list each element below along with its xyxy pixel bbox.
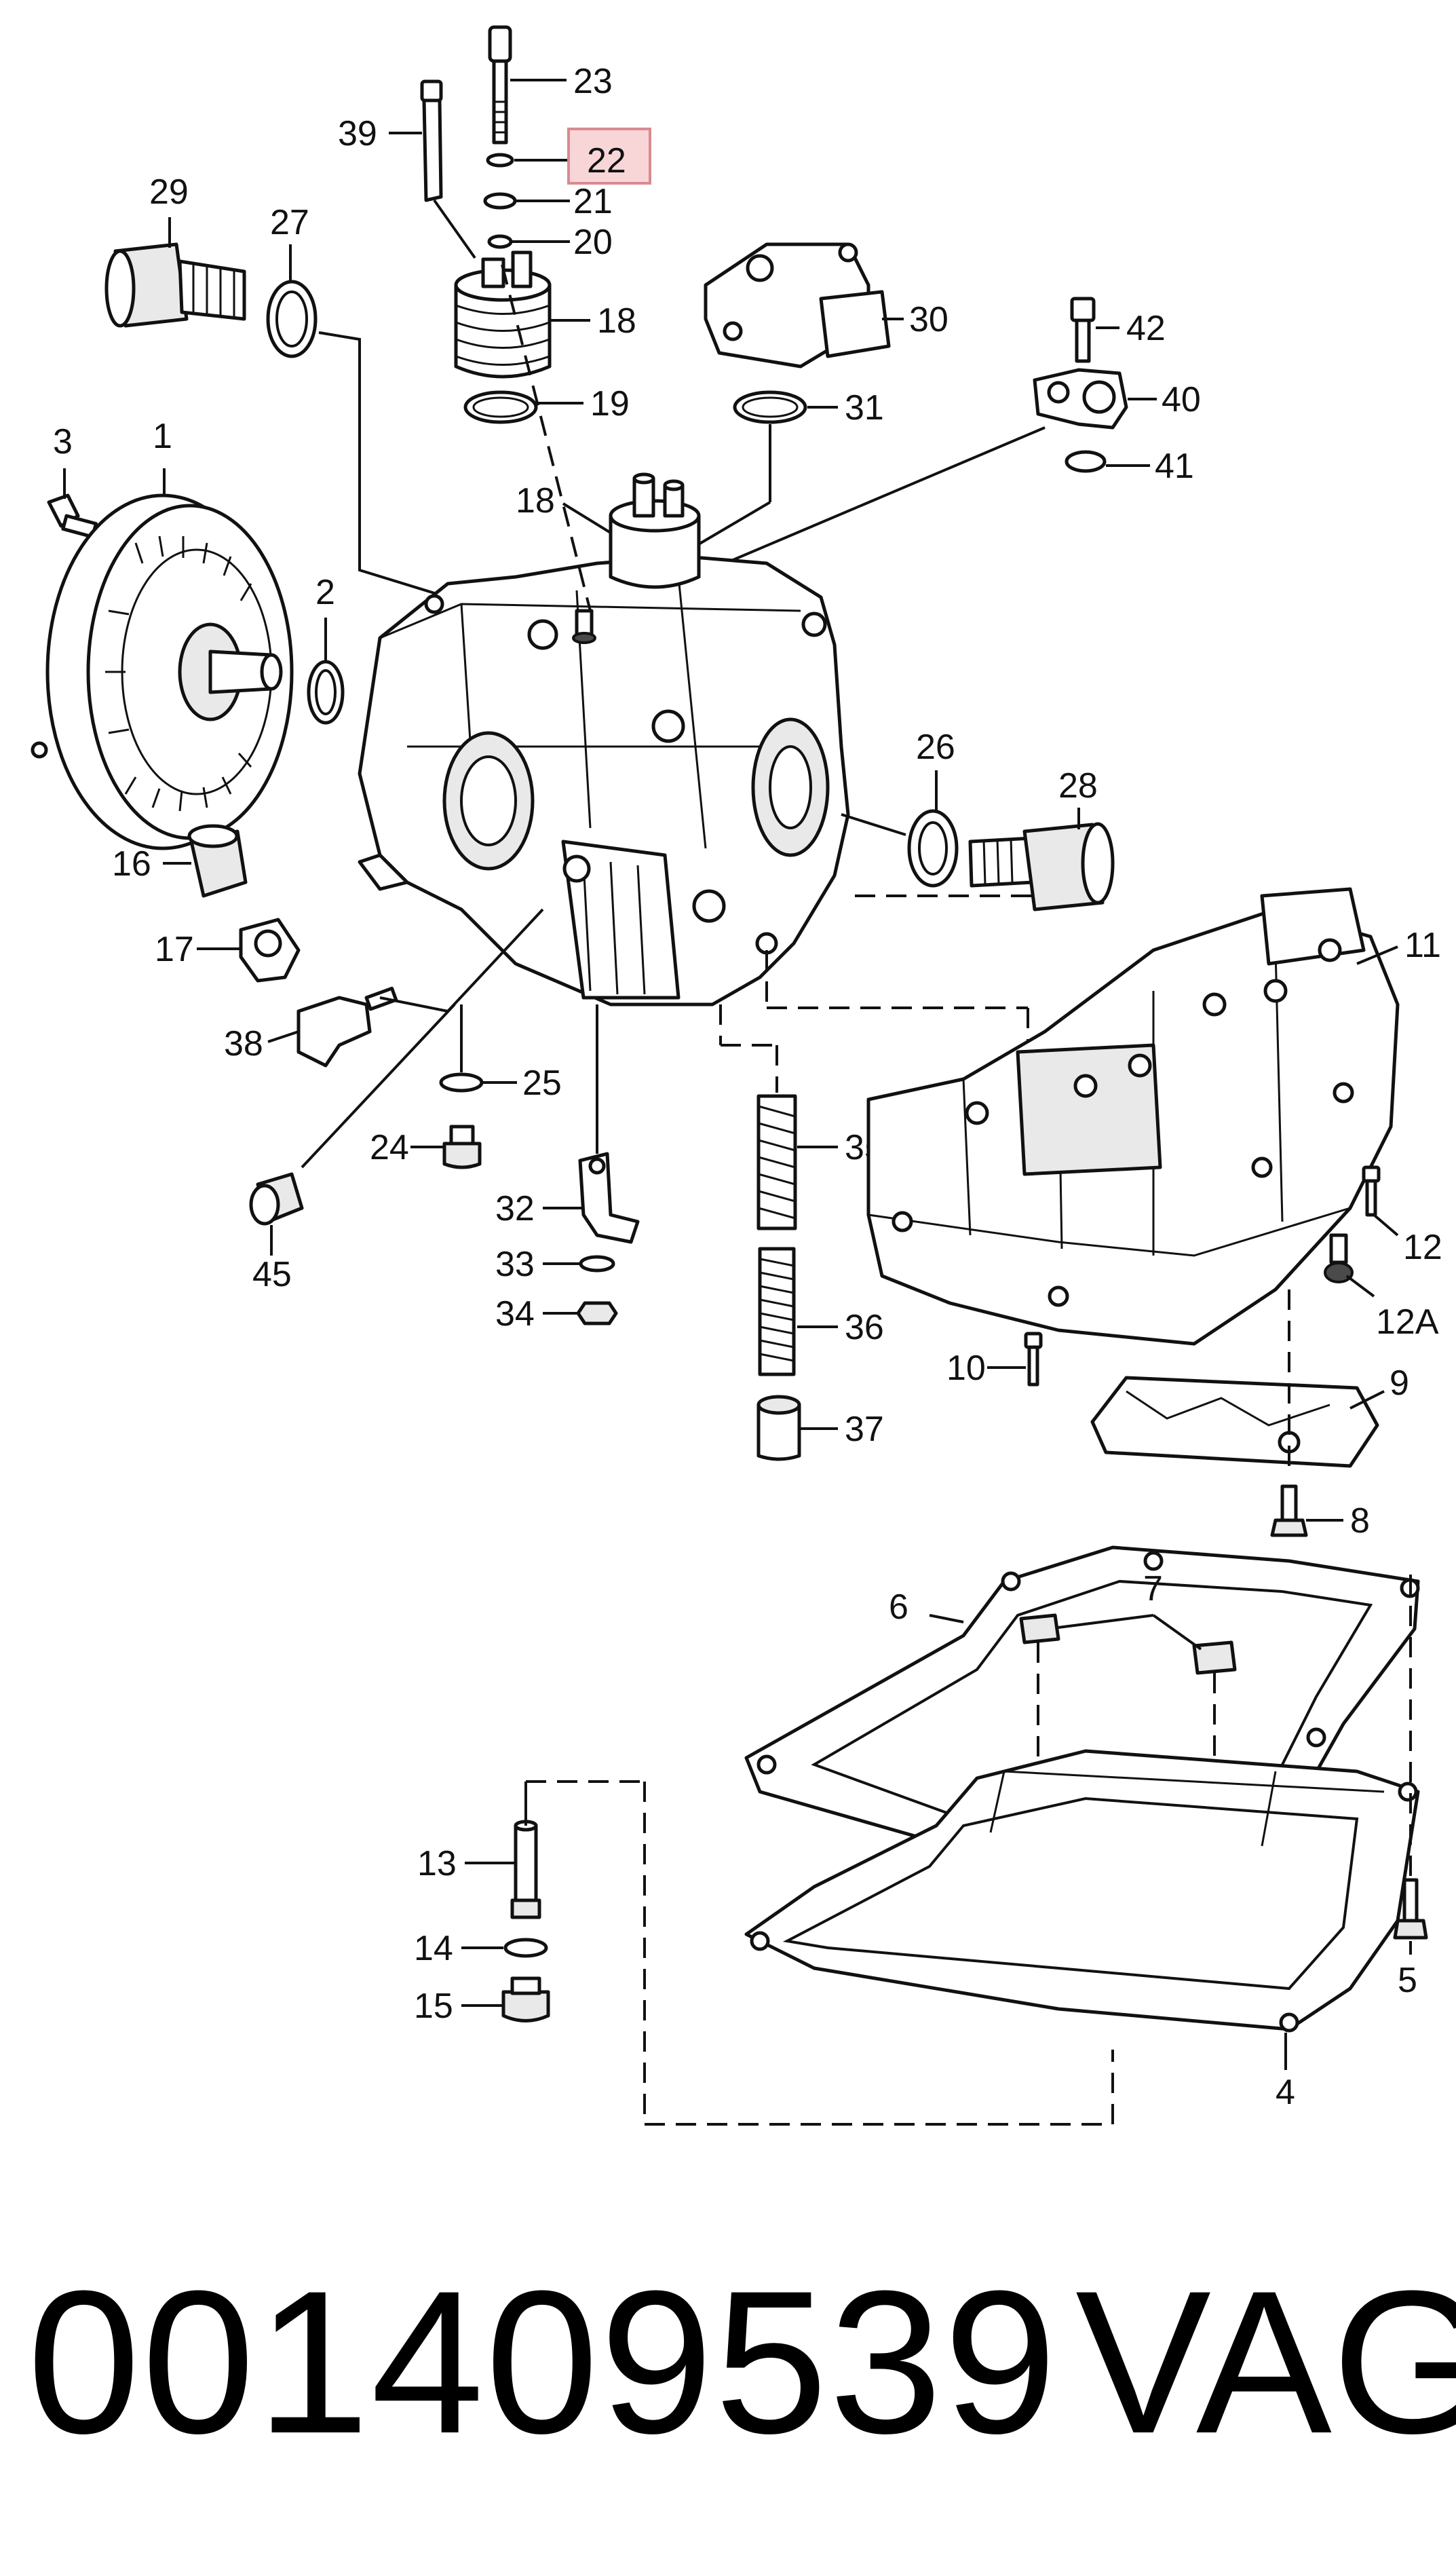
- bolt-10: [1024, 1332, 1043, 1387]
- callout-42[interactable]: 42: [1126, 309, 1166, 348]
- callout-25[interactable]: 25: [522, 1063, 562, 1103]
- callout-9[interactable]: 9: [1390, 1363, 1409, 1403]
- nut-34: [576, 1301, 618, 1325]
- magnets-7: [1019, 1613, 1237, 1675]
- callout-19[interactable]: 19: [590, 384, 630, 423]
- callout-30[interactable]: 30: [909, 300, 949, 339]
- callout-37[interactable]: 37: [845, 1410, 884, 1449]
- callout-5[interactable]: 5: [1398, 1961, 1417, 2000]
- callout-27[interactable]: 27: [270, 203, 309, 242]
- brand-label: VAG: [1075, 2248, 1456, 2476]
- seal-27: [266, 280, 318, 358]
- o-ring-21: [483, 192, 517, 210]
- sensor-30: [704, 242, 891, 369]
- bolt-3: [47, 493, 98, 539]
- callout-38[interactable]: 38: [224, 1024, 263, 1063]
- bolt-8: [1270, 1484, 1308, 1537]
- torque-converter-1: [31, 493, 294, 850]
- callout-13[interactable]: 13: [417, 1844, 457, 1883]
- highlight-box: [567, 128, 651, 185]
- strainer-9: [1090, 1376, 1379, 1468]
- sensor-38: [296, 986, 398, 1068]
- callout-11[interactable]: 11: [1404, 926, 1441, 965]
- bolt-5: [1393, 1878, 1428, 1940]
- bolt-12a: [1324, 1233, 1354, 1283]
- o-ring-31: [733, 390, 807, 424]
- callout-29[interactable]: 29: [149, 172, 189, 212]
- o-ring-41: [1065, 450, 1107, 473]
- valve-body-11: [866, 887, 1400, 1346]
- overflow-tube-13: [510, 1820, 541, 1919]
- callout-12[interactable]: 12: [1403, 1228, 1442, 1267]
- washer-14: [503, 1938, 548, 1958]
- callout-32[interactable]: 32: [495, 1189, 535, 1228]
- dipstick-tube-39: [420, 79, 443, 202]
- washer-33: [579, 1255, 615, 1273]
- drain-plug-15: [501, 1976, 550, 2022]
- callout-22[interactable]: 22: [587, 141, 626, 181]
- callout-23[interactable]: 23: [573, 62, 613, 101]
- callout-24[interactable]: 24: [370, 1128, 409, 1167]
- piston-37: [756, 1395, 801, 1461]
- seal-2: [307, 660, 345, 725]
- callout-2[interactable]: 2: [315, 573, 335, 612]
- callout-18-top[interactable]: 18: [597, 301, 636, 341]
- plug-24: [442, 1125, 482, 1169]
- seal-26: [907, 809, 959, 888]
- callout-17[interactable]: 17: [155, 930, 194, 969]
- callout-36[interactable]: 36: [845, 1308, 884, 1347]
- callout-6[interactable]: 6: [889, 1587, 908, 1627]
- gearbox-housing: [358, 472, 850, 1006]
- plug-16: [187, 824, 248, 898]
- callout-45[interactable]: 45: [252, 1255, 292, 1294]
- callout-18-housing[interactable]: 18: [516, 481, 555, 521]
- o-ring-20: [487, 234, 513, 249]
- bolt-12: [1362, 1165, 1381, 1217]
- diagram-canvas: 23 22 21 20 39 18 19 29: [31, 25, 1442, 2126]
- callout-14[interactable]: 14: [414, 1929, 453, 1968]
- callout-3[interactable]: 3: [53, 422, 73, 462]
- spring-36: [758, 1247, 796, 1376]
- flange-shaft-29: [104, 242, 246, 328]
- o-ring-19: [463, 390, 538, 424]
- callout-7[interactable]: 7: [1143, 1569, 1163, 1608]
- bolt-23: [488, 25, 512, 145]
- washer-22: [486, 153, 514, 168]
- callout-26[interactable]: 26: [916, 728, 955, 767]
- callout-4[interactable]: 4: [1276, 2073, 1295, 2112]
- oil-pan-4: [744, 1749, 1420, 2033]
- bracket-40: [1033, 368, 1128, 430]
- callout-34[interactable]: 34: [495, 1294, 535, 1334]
- callout-41[interactable]: 41: [1155, 447, 1194, 486]
- sensor-17: [239, 918, 301, 983]
- callout-33[interactable]: 33: [495, 1245, 535, 1284]
- callout-16[interactable]: 16: [112, 844, 151, 884]
- callout-10[interactable]: 10: [946, 1349, 986, 1388]
- callout-1[interactable]: 1: [153, 417, 172, 456]
- bracket-32: [578, 1152, 640, 1244]
- callout-28[interactable]: 28: [1058, 766, 1098, 806]
- callout-20[interactable]: 20: [573, 223, 613, 262]
- callout-21[interactable]: 21: [573, 182, 613, 221]
- callout-31[interactable]: 31: [845, 388, 884, 428]
- callout-40[interactable]: 40: [1162, 380, 1201, 419]
- plug-45: [249, 1172, 304, 1226]
- flange-shaft-28: [968, 822, 1115, 911]
- callout-8[interactable]: 8: [1350, 1501, 1370, 1541]
- callout-39[interactable]: 39: [338, 114, 377, 153]
- callout-15[interactable]: 15: [414, 1987, 453, 2026]
- part-number: 001409539: [27, 2248, 1058, 2476]
- bolt-42: [1070, 297, 1096, 363]
- o-ring-25: [439, 1072, 484, 1093]
- callout-12a[interactable]: 12A: [1376, 1302, 1439, 1342]
- spring-35: [756, 1094, 797, 1230]
